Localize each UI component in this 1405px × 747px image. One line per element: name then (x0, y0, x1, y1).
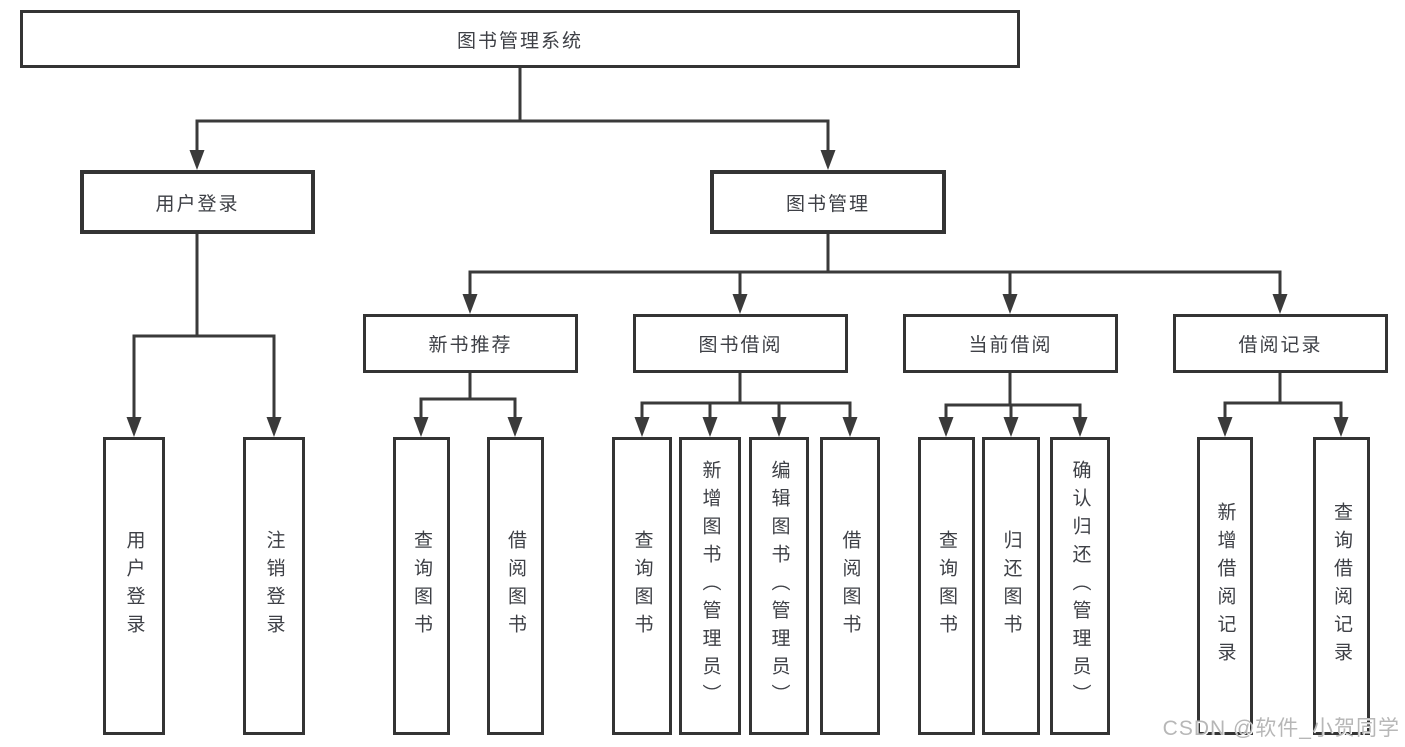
node-borrow-record: 借阅记录 (1173, 314, 1388, 373)
arrow-down-icon (189, 150, 205, 170)
node-label: 借阅图书 (505, 530, 526, 642)
arrow-down-icon (938, 417, 954, 437)
node-system-root: 图书管理系统 (20, 10, 1020, 68)
node-label: 借阅图书 (839, 530, 861, 642)
arrow-down-icon (820, 150, 836, 170)
arrow-down-icon (507, 417, 523, 437)
leaf-query-book: 查询图书 (393, 437, 450, 735)
arrow-down-icon (732, 294, 748, 314)
connector-current-to-leaves (944, 370, 1082, 422)
node-book-borrow: 图书借阅 (633, 314, 848, 373)
node-label: 查询借阅记录 (1331, 502, 1352, 670)
connector-newbook-to-leaves (419, 370, 517, 422)
node-book-manage: 图书管理 (710, 170, 946, 234)
connector-borrow-to-leaves (640, 370, 852, 422)
arrow-down-icon (1002, 294, 1018, 314)
leaf-query-borrow-record: 查询借阅记录 (1313, 437, 1370, 735)
leaf-query-book: 查询图书 (612, 437, 672, 735)
leaf-user-login: 用户登录 (103, 437, 165, 735)
node-label: 用户登录 (155, 193, 240, 215)
node-label: 归还图书 (1000, 530, 1022, 642)
node-label: 查询图书 (411, 530, 432, 642)
node-label: 当前借阅 (968, 335, 1053, 356)
node-label: 查询图书 (631, 530, 653, 642)
arrow-down-icon (842, 417, 858, 437)
arrow-down-icon (1333, 417, 1349, 437)
arrow-down-icon (1003, 417, 1019, 437)
node-new-book-recommend: 新书推荐 (363, 314, 578, 373)
node-label: 注销登录 (263, 530, 285, 642)
csdn-watermark: CSDN @软件_小贺同学 (1162, 717, 1400, 740)
arrow-down-icon (1272, 294, 1288, 314)
leaf-confirm-return-admin: 确认归还（管理员） (1050, 437, 1110, 735)
leaf-add-borrow-record: 新增借阅记录 (1197, 437, 1253, 735)
arrow-down-icon (771, 417, 787, 437)
node-user-login: 用户登录 (80, 170, 315, 234)
arrow-down-icon (634, 417, 650, 437)
connector-manage-to-groups (468, 232, 1282, 299)
arrowheads (126, 150, 1349, 437)
node-label: 图书管理系统 (456, 30, 583, 52)
node-label: 新书推荐 (428, 335, 513, 356)
leaf-add-book-admin: 新增图书（管理员） (679, 437, 741, 735)
leaf-borrow-book: 借阅图书 (487, 437, 544, 735)
node-label: 新增借阅记录 (1214, 502, 1236, 670)
node-label: 查询图书 (936, 530, 957, 642)
node-label: 新增图书（管理员） (699, 460, 721, 712)
leaf-borrow-book: 借阅图书 (820, 437, 880, 735)
node-label: 图书借阅 (698, 335, 783, 356)
leaf-return-book: 归还图书 (982, 437, 1040, 735)
node-label: 编辑图书（管理员） (768, 460, 790, 712)
connector-record-to-leaves (1223, 370, 1343, 422)
arrow-down-icon (462, 294, 478, 314)
arrow-down-icon (413, 417, 429, 437)
node-label: 借阅记录 (1238, 335, 1323, 356)
leaf-logout: 注销登录 (243, 437, 305, 735)
arrow-down-icon (702, 417, 718, 437)
node-current-borrow: 当前借阅 (903, 314, 1118, 373)
connector-login-to-leaves (132, 232, 276, 422)
arrow-down-icon (1217, 417, 1233, 437)
leaf-edit-book-admin: 编辑图书（管理员） (749, 437, 809, 735)
arrow-down-icon (126, 417, 142, 437)
arrow-down-icon (266, 417, 282, 437)
node-label: 用户登录 (123, 530, 145, 642)
arrow-down-icon (1072, 417, 1088, 437)
node-label: 图书管理 (785, 193, 870, 215)
node-label: 确认归还（管理员） (1069, 460, 1091, 712)
leaf-query-book: 查询图书 (918, 437, 975, 735)
connector-root-to-level2 (195, 65, 830, 155)
